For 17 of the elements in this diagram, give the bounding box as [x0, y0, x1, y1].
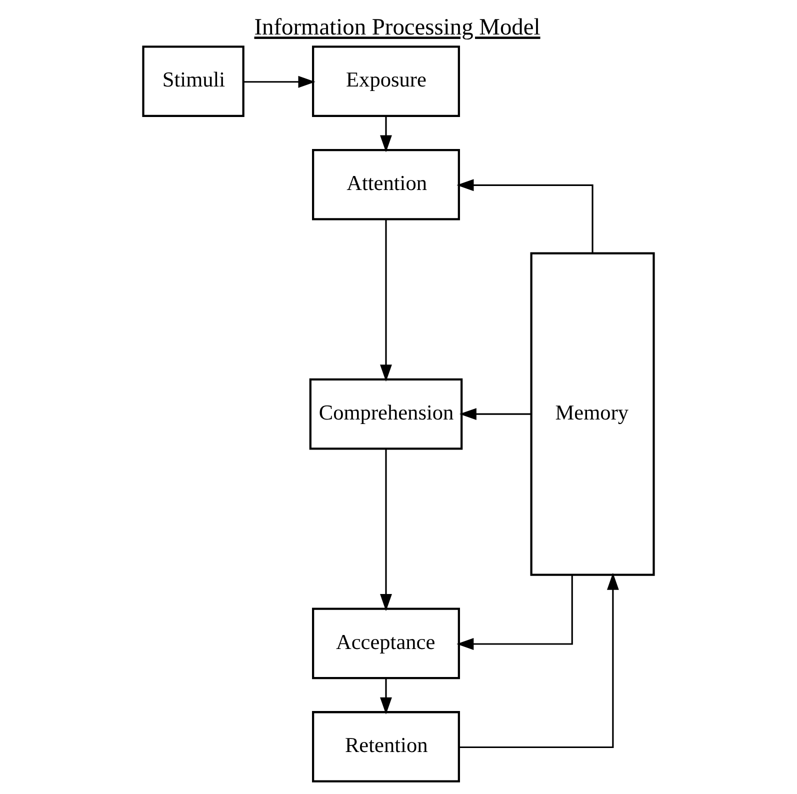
node-box: Retention — [312, 711, 460, 782]
arrow — [459, 572, 619, 748]
arrow — [380, 448, 392, 612]
arrow — [380, 116, 392, 152]
node-box: Exposure — [312, 46, 460, 117]
diagram-title: Information Processing Model — [254, 14, 540, 41]
arrow — [456, 575, 573, 650]
arrow — [456, 179, 594, 254]
arrow — [380, 219, 392, 382]
arrow — [380, 678, 392, 714]
node-box: Acceptance — [312, 608, 460, 680]
arrow — [243, 76, 316, 88]
node-box: Attention — [312, 148, 460, 220]
node-box: Stimuli — [142, 46, 244, 117]
arrow — [459, 408, 532, 420]
node-box: Memory — [530, 252, 655, 576]
node-box: Comprehension — [309, 378, 463, 450]
